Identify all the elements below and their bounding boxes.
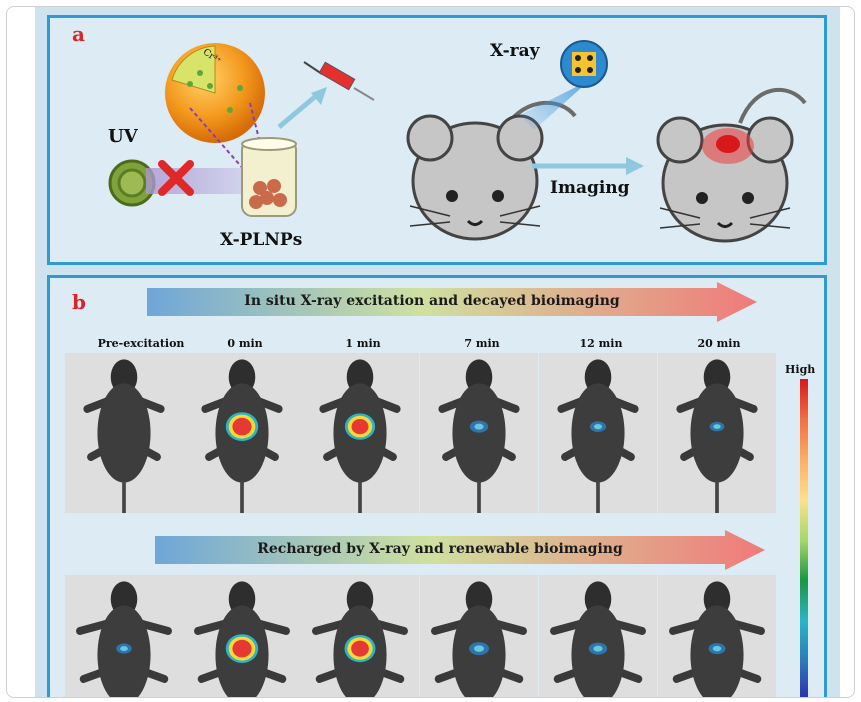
mouse-scan-icon — [183, 353, 301, 513]
mouse-scan-icon — [539, 353, 657, 513]
panel-a-letter: a — [72, 22, 85, 46]
mouse-imaged-icon — [656, 88, 807, 243]
banner-top-text: In situ X-ray excitation and decayed bio… — [244, 293, 620, 309]
time-label: 7 min — [464, 337, 500, 350]
time-label: 0 min — [227, 337, 263, 350]
flow-arrow-icon — [277, 87, 327, 129]
imaging-arrow-icon — [532, 157, 644, 175]
time-label: 12 min — [579, 337, 623, 350]
mouse-icon — [406, 101, 577, 241]
zoom-connector — [189, 102, 271, 189]
mouse-scan-icon — [658, 353, 776, 513]
nanoparticle-sphere-icon — [165, 43, 265, 143]
colorbar — [800, 379, 808, 697]
colorbar-label: High — [785, 363, 816, 376]
mouse-scan-icon — [539, 575, 657, 697]
mouse-scan-icon — [183, 575, 301, 697]
xray-label: X-ray — [490, 41, 540, 61]
figure-frame: a UV — [6, 6, 855, 698]
syringe-icon — [303, 61, 375, 101]
mouse-scan-icon — [301, 575, 419, 697]
mouse-scan-icon — [420, 353, 538, 513]
time-label: 20 min — [697, 337, 741, 350]
mouse-scan-icon — [658, 575, 776, 697]
mouse-scan-icon — [65, 575, 183, 697]
banner-bottom: Recharged by X-ray and renewable bioimag… — [155, 530, 765, 570]
time-label: Pre-excitation — [97, 337, 185, 350]
mouse-scan-icon — [420, 575, 538, 697]
imaging-label: Imaging — [550, 178, 630, 198]
banner-bottom-text: Recharged by X-ray and renewable bioimag… — [257, 541, 623, 557]
block-cross-icon — [158, 160, 194, 196]
panel-b-letter: b — [72, 290, 86, 314]
mouse-scan-icon — [301, 353, 419, 513]
xray-source-icon — [560, 40, 608, 88]
banner-top: In situ X-ray excitation and decayed bio… — [147, 282, 757, 322]
mouse-scan-icon — [65, 353, 183, 513]
panel-a: a UV — [47, 15, 827, 265]
xplnps-label: X-PLNPs — [220, 230, 303, 250]
vial-icon — [241, 137, 297, 217]
time-label: 1 min — [345, 337, 381, 350]
uv-label: UV — [108, 126, 138, 147]
